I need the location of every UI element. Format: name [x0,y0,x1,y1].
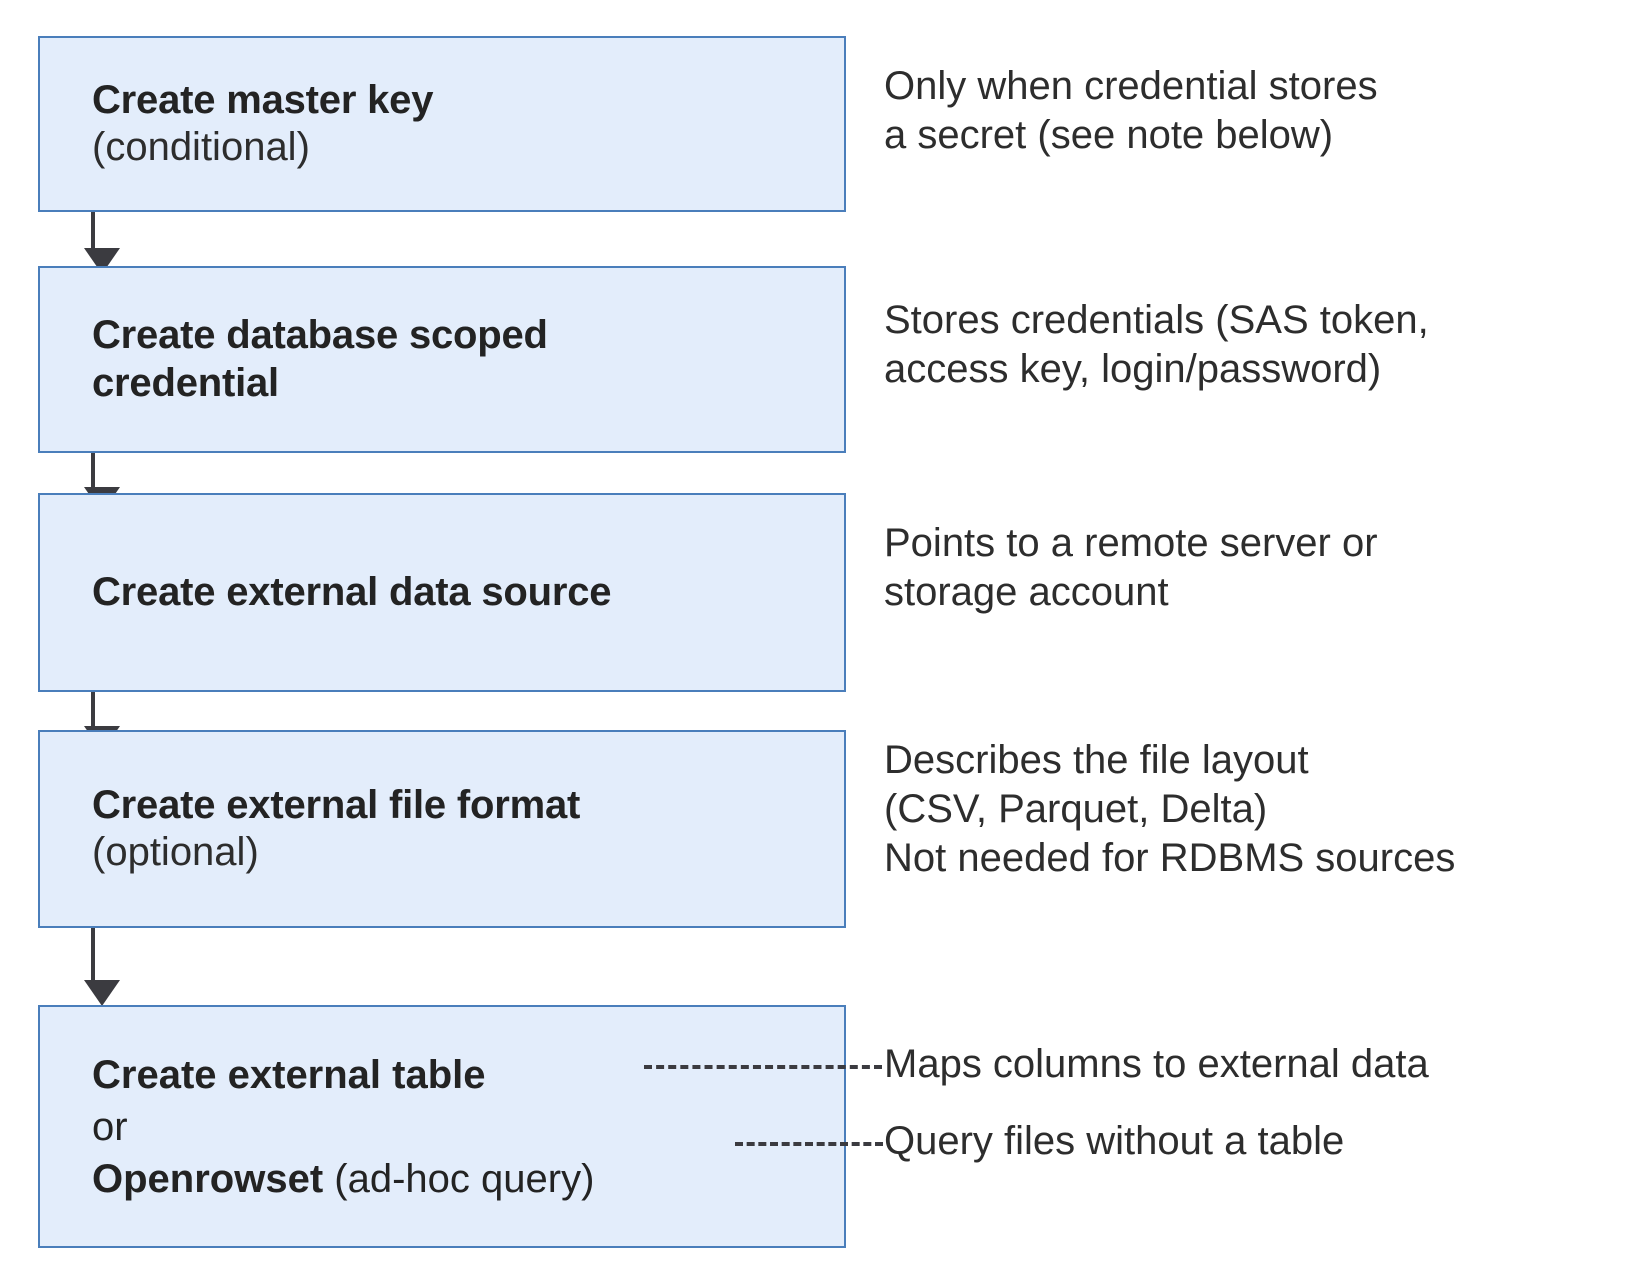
step-title: Create external data source [92,569,612,614]
arrow-shaft [91,453,95,489]
step-text-group: Create external table or Openrowset (ad-… [40,1049,844,1205]
final-step-line-3: Openrowset (ad-hoc query) [92,1153,830,1205]
step-title: Create external file format [92,782,581,827]
note-openrowset: Query files without a table [884,1119,1345,1163]
step-subtitle: (optional) [92,830,259,874]
step-subtitle: (conditional) [92,125,310,169]
step-box-create-external-table-or-openrowset[interactable]: Create external table or Openrowset (ad-… [38,1005,846,1248]
step-box-create-master-key[interactable]: Create master key (conditional) [38,36,846,212]
step-text-group: Create master key (conditional) [40,77,844,171]
final-step-or-label: or [92,1104,128,1149]
arrow-shaft [91,692,95,728]
step-text-group: Create external file format (optional) [40,782,844,876]
note-create-database-scoped-credential: Stores credentials (SAS token, access ke… [884,298,1429,391]
step-box-create-external-file-format[interactable]: Create external file format (optional) [38,730,846,928]
step-title: Create database scoped credential [92,313,548,405]
final-step-openrowset-qualifier: (ad-hoc query) [323,1156,595,1201]
arrow-shaft [91,212,95,250]
final-step-openrowset-label: Openrowset [92,1156,324,1201]
arrow-shaft [91,928,95,982]
step-text-group: Create external data source [40,569,844,616]
step-title: Create master key [92,77,434,122]
step-text-group: Create database scoped credential [40,312,844,406]
note-create-external-file-format: Describes the file layout (CSV, Parquet,… [884,738,1456,880]
final-step-create-external-table-label: Create external table [92,1052,486,1097]
dashed-connector-external-table [644,1065,882,1069]
step-box-create-external-data-source[interactable]: Create external data source [38,493,846,692]
flow-arrow-4 [84,928,120,1008]
dashed-connector-openrowset [735,1142,883,1146]
note-create-external-table: Maps columns to external data [884,1042,1429,1086]
final-step-line-1: Create external table [92,1049,830,1101]
arrow-head-icon [84,980,120,1006]
step-box-create-database-scoped-credential[interactable]: Create database scoped credential [38,266,846,453]
final-step-line-2: or [92,1101,830,1153]
note-create-external-data-source: Points to a remote server or storage acc… [884,521,1378,614]
note-create-master-key: Only when credential stores a secret (se… [884,64,1378,157]
flow-arrow-1 [84,212,120,274]
